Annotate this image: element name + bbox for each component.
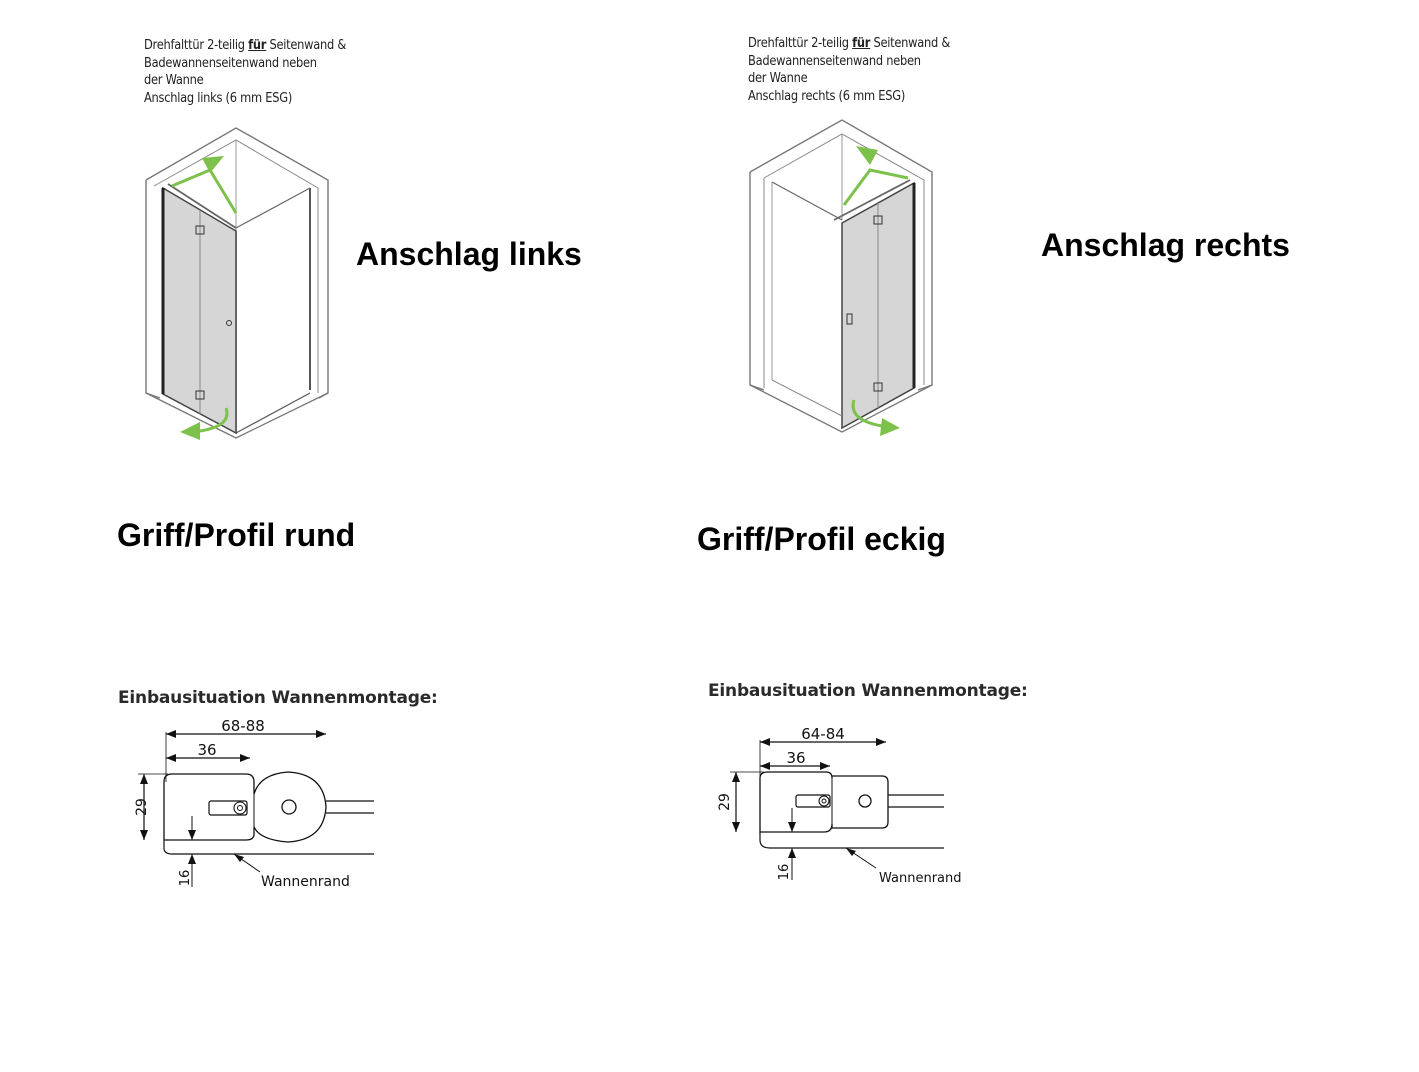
left-shower-illustration xyxy=(145,127,329,440)
left-desc-line2: Badewannenseitenwand neben xyxy=(144,55,317,71)
right-desc-line4: Anschlag rechts (6 mm ESG) xyxy=(748,88,906,104)
left-desc-line4: Anschlag links (6 mm ESG) xyxy=(144,90,293,106)
right-dim-profile: 36 xyxy=(786,749,805,767)
left-desc-line3: der Wanne xyxy=(144,73,204,88)
left-einbau-heading: Einbausituation Wannenmontage: xyxy=(118,688,438,708)
left-rim-label: Wannenrand xyxy=(261,874,350,890)
left-dim-profile: 36 xyxy=(197,741,216,759)
left-description: Drehfalttür 2-teilig für Seitenwand & Ba… xyxy=(144,37,346,107)
right-shower-illustration xyxy=(749,119,933,436)
right-dim-total: 64-84 xyxy=(801,725,845,743)
left-anschlag-label: Anschlag links xyxy=(356,236,582,272)
left-dim-offset: 16 xyxy=(178,870,193,887)
left-griff-label: Griff/Profil rund xyxy=(117,517,356,553)
right-dim-height: 29 xyxy=(717,793,733,811)
right-dim-offset: 16 xyxy=(777,864,792,881)
left-desc-line1: Drehfalttür 2-teilig für Seitenwand & xyxy=(144,38,347,53)
right-anschlag-label: Anschlag rechts xyxy=(1041,227,1290,263)
right-desc-line2: Badewannenseitenwand neben xyxy=(748,53,921,69)
right-desc-line3: der Wanne xyxy=(748,71,808,86)
right-desc-line1: Drehfalttür 2-teilig für Seitenwand & xyxy=(748,36,951,51)
right-rim-label: Wannenrand xyxy=(879,871,962,886)
left-dim-total: 68-88 xyxy=(221,717,265,735)
right-description: Drehfalttür 2-teilig für Seitenwand & Ba… xyxy=(748,35,950,105)
left-dim-height: 29 xyxy=(134,798,150,816)
right-einbau-heading: Einbausituation Wannenmontage: xyxy=(708,681,1028,701)
right-dimension-drawing: 64-84 36 29 16 Wannenrand xyxy=(717,725,962,886)
left-dimension-drawing: 68-88 36 29 16 Wannenrand xyxy=(134,717,374,890)
right-griff-label: Griff/Profil eckig xyxy=(697,521,946,557)
